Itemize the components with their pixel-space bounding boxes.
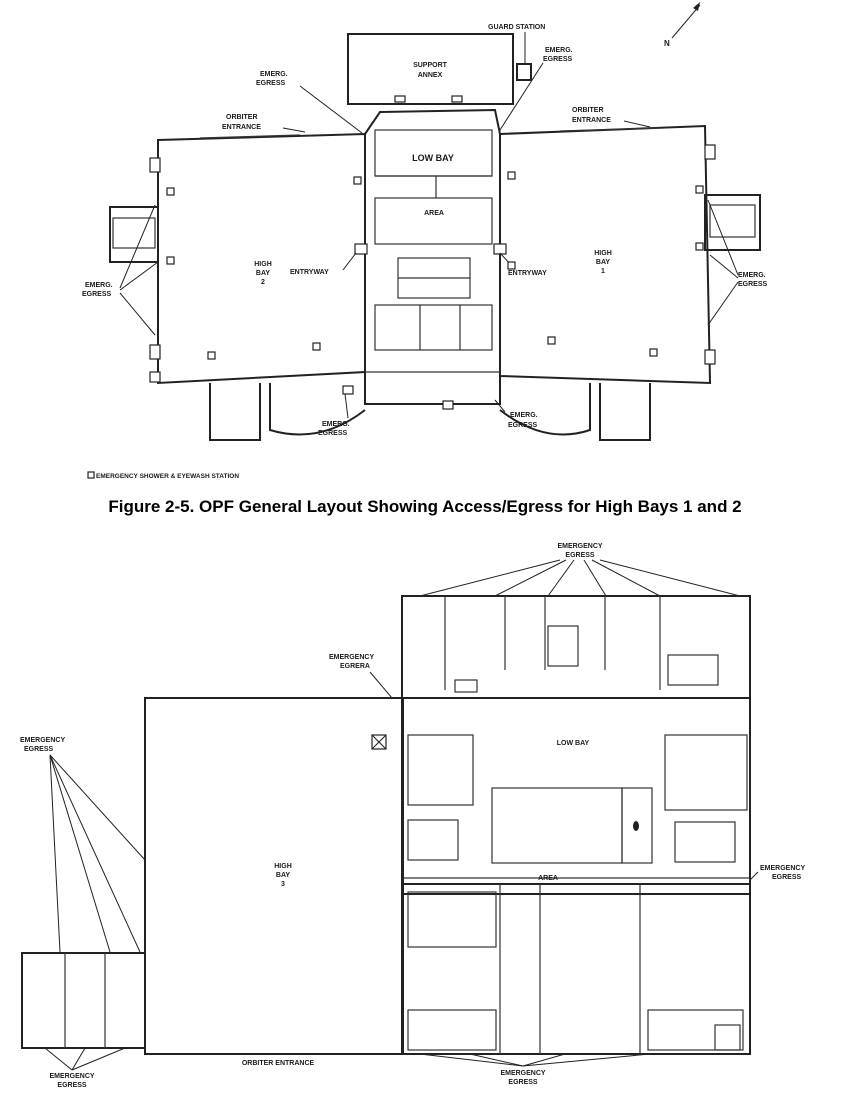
emerg-egress-l-label-1: EMERG. (85, 282, 113, 289)
emergency-egrera-label-2: EGRERA (340, 663, 370, 670)
orbiter-entrance-l-label-1: ORBITER (226, 114, 258, 121)
emerg-egress-br-label-1: EMERG. (510, 412, 538, 419)
eyewash-legend-label: EMERGENCY SHOWER & EYEWASH STATION (96, 473, 239, 480)
high-bay-3-label-2: BAY (276, 872, 290, 879)
high-bay-3-outline (144, 697, 404, 1055)
emerg-egress-tl-label-2: EGRESS (256, 80, 286, 87)
emergency-right-label-1: EMERGENCY (760, 865, 805, 872)
area-3-label: AREA (538, 875, 558, 882)
high-bay-3-label-1: HIGH (274, 863, 292, 870)
support-annex-label-2: ANNEX (418, 72, 443, 79)
emerg-egress-r-label-2: EGRESS (738, 281, 768, 288)
orbiter-entrance-l-label-2: ENTRANCE (222, 124, 261, 131)
emergency-left-label-1: EMERGENCY (20, 737, 65, 744)
emerg-egress-tr-label-1: EMERG. (545, 47, 573, 54)
figure-high-bays-1-2: N SUPPORT ANNEX GUARD STATION EMERG. EGR… (82, 2, 768, 480)
orbiter-entrance-r-label-2: ENTRANCE (572, 117, 611, 124)
high-bay-2-label-3: 2 (261, 279, 265, 286)
high-bay-1-label-2: BAY (596, 259, 610, 266)
emerg-egress-tr-label-2: EGRESS (543, 56, 573, 63)
support-annex-building (347, 33, 514, 105)
emerg-egress-r-label-1: EMERG. (738, 272, 766, 279)
eyewash-legend-symbol (87, 471, 95, 479)
orbiter-entrance-3-label: ORBITER ENTRANCE (242, 1060, 315, 1067)
north-arrow: N (664, 2, 701, 48)
low-bay-area-label: AREA (424, 210, 444, 217)
eyewash-markers (166, 171, 704, 360)
emerg-egress-bl-label-1: EMERG. (322, 421, 350, 428)
guard-station (516, 63, 532, 81)
emergency-bc-label-1: EMERGENCY (500, 1070, 545, 1077)
emergency-top-label-1: EMERGENCY (557, 543, 602, 550)
entryway-l-label: ENTRYWAY (290, 269, 329, 276)
emergency-bl-label-1: EMERGENCY (49, 1073, 94, 1080)
emerg-egress-tl-label-1: EMERG. (260, 71, 288, 78)
orbiter-entrance-r-label-1: ORBITER (572, 107, 604, 114)
emergency-left-label-2: EGRESS (24, 746, 54, 753)
north-label: N (664, 39, 670, 48)
emerg-egress-l-label-2: EGRESS (82, 291, 112, 298)
high-bay-2-outline (157, 132, 366, 385)
emergency-bc-label-2: EGRESS (508, 1079, 538, 1086)
emerg-egress-bl-label-2: EGRESS (318, 430, 348, 437)
entryway-r-label: ENTRYWAY (508, 270, 547, 277)
low-bay-3-label: LOW BAY (557, 740, 590, 747)
low-bay-label: LOW BAY (412, 153, 454, 163)
figure-caption: Figure 2-5. OPF General Layout Showing A… (108, 497, 742, 516)
high-bay-1-label-3: 1 (601, 268, 605, 275)
figure-high-bay-3: EMERGENCY EGRESS LOW BAY AREA (20, 543, 805, 1089)
high-bay-2-label-2: BAY (256, 270, 270, 277)
guard-station-label: GUARD STATION (488, 24, 545, 31)
emergency-top-label-2: EGRESS (565, 552, 595, 559)
emergency-egrera-label-1: EMERGENCY (329, 654, 374, 661)
emerg-egress-br-label-2: EGRESS (508, 422, 538, 429)
low-bay-outline (364, 108, 501, 405)
emergency-bl-label-2: EGRESS (57, 1082, 87, 1089)
high-bay-1-label-1: HIGH (594, 250, 612, 257)
high-bay-3-label-3: 3 (281, 881, 285, 888)
high-bay-2-label-1: HIGH (254, 261, 272, 268)
support-annex-label-1: SUPPORT (413, 62, 448, 69)
emergency-right-label-2: EGRESS (772, 874, 802, 881)
